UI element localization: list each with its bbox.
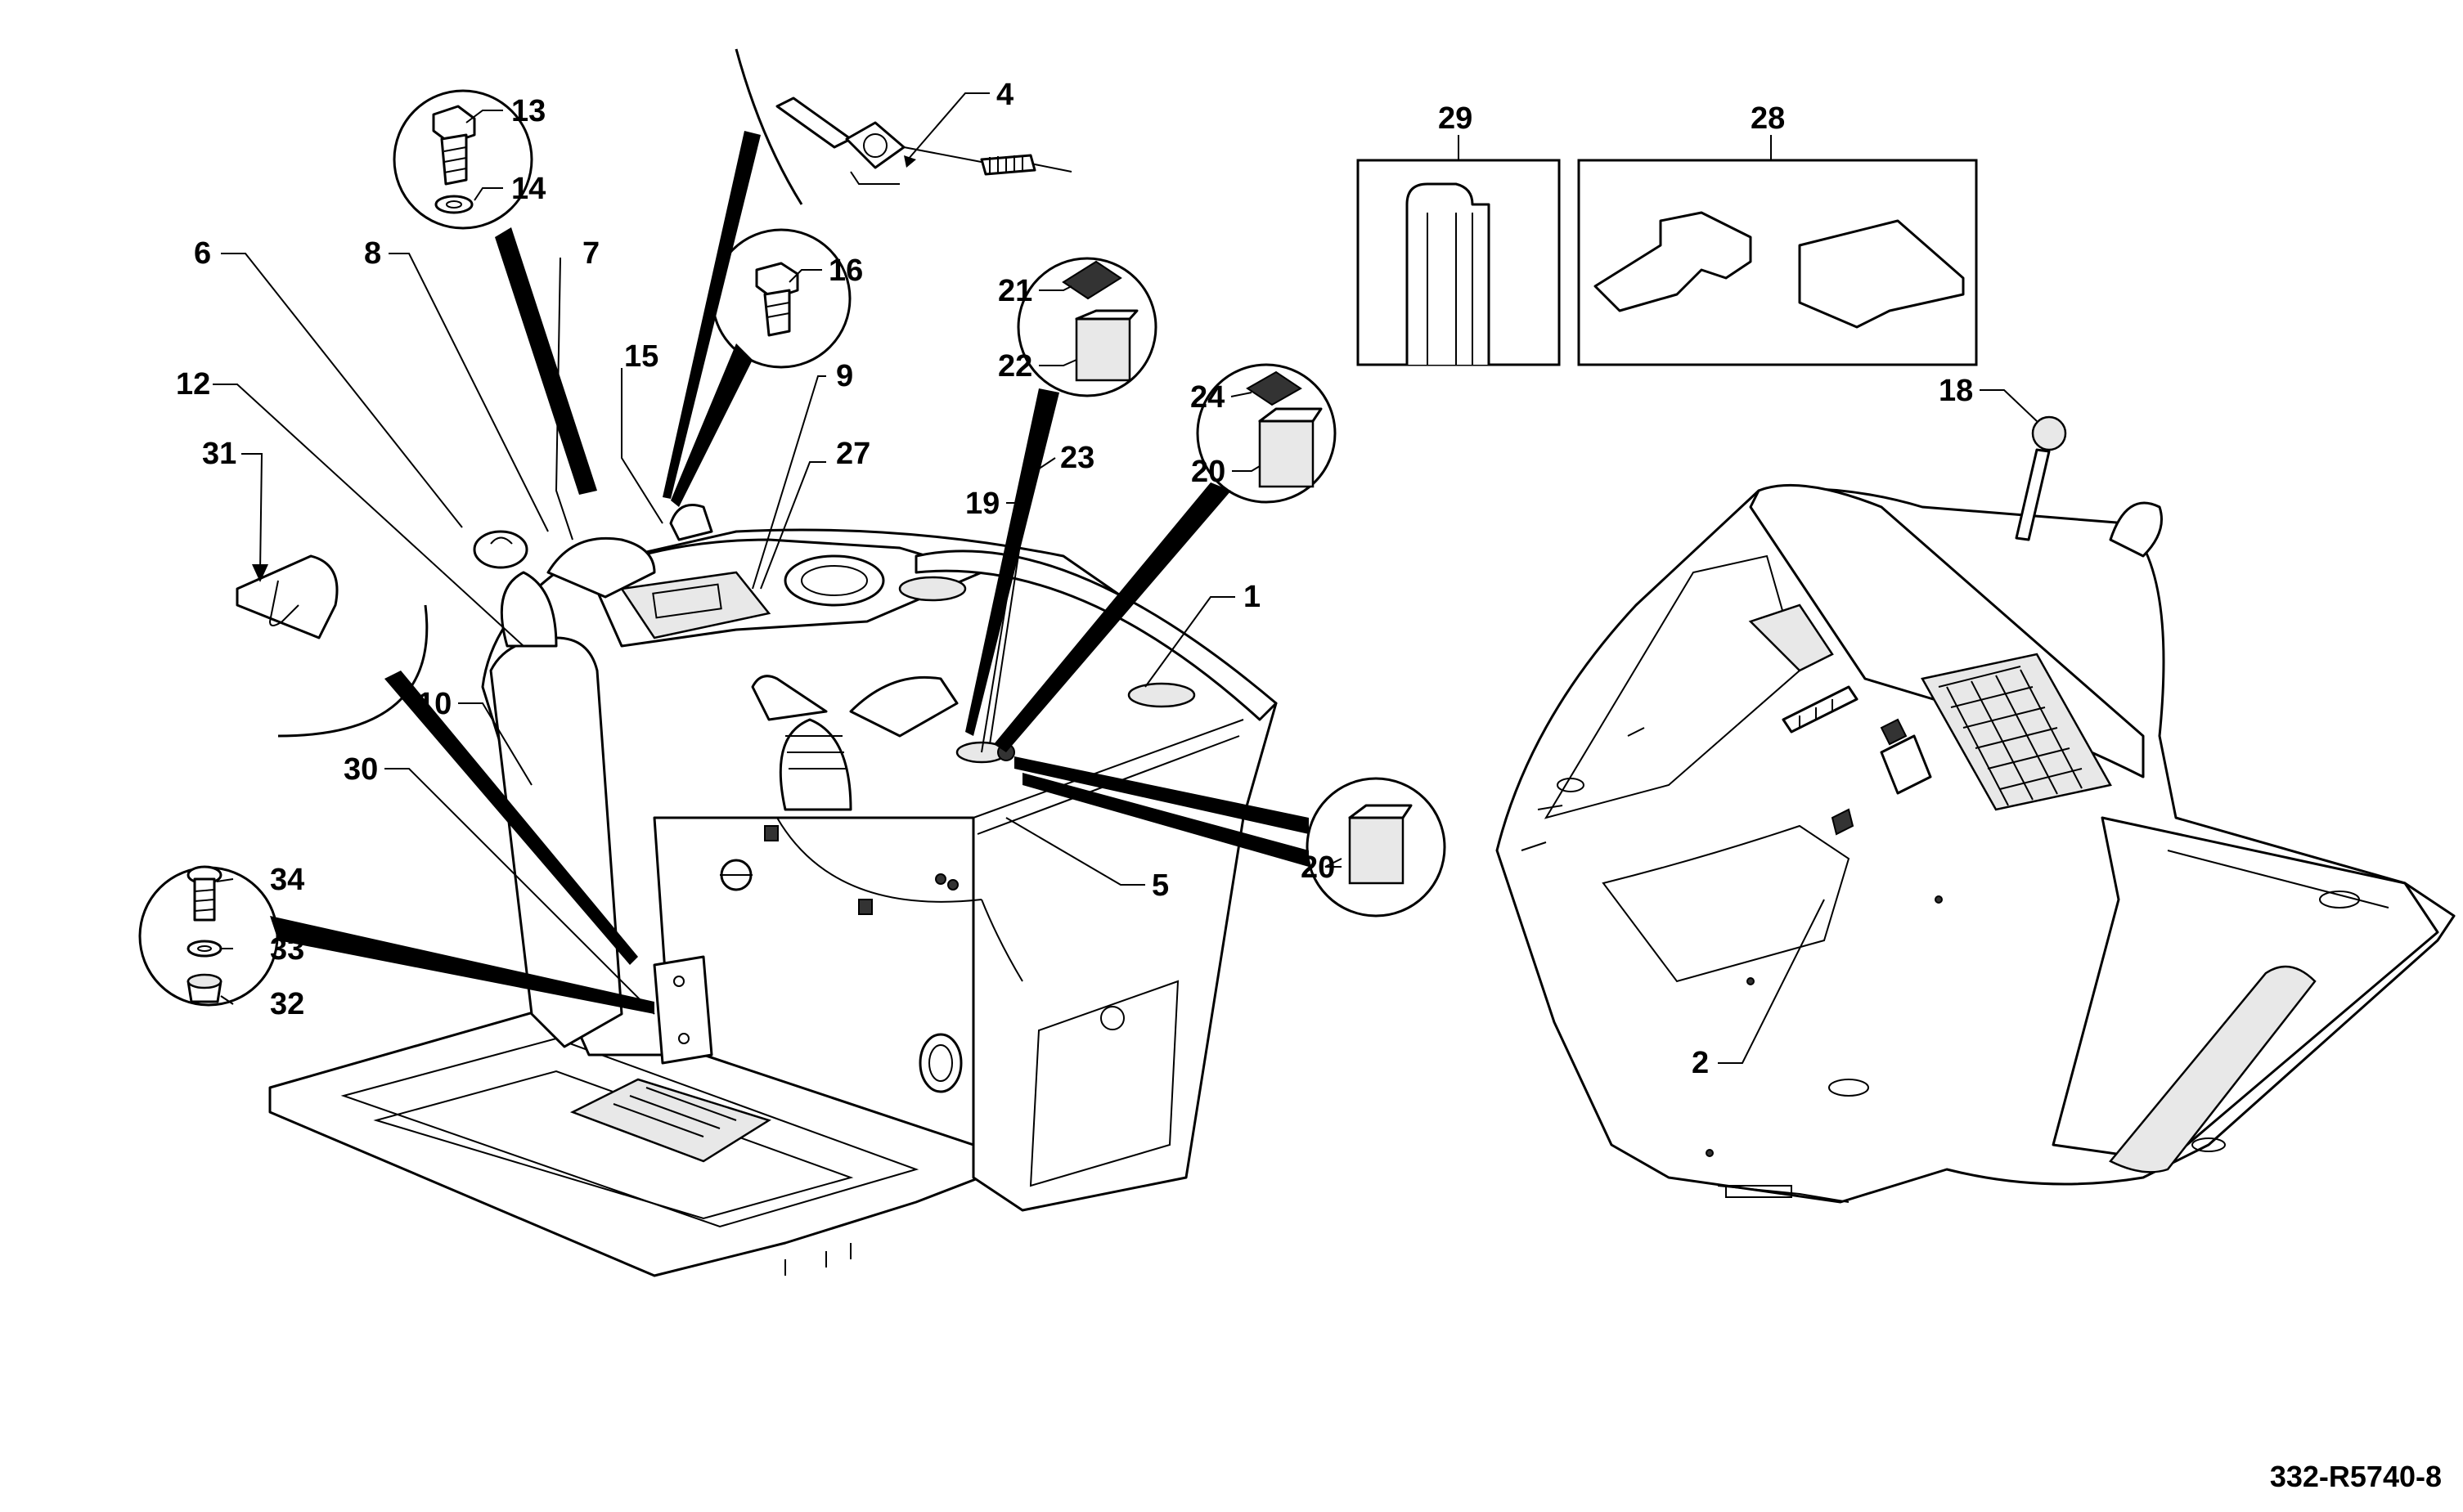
callout-14: 14: [511, 172, 546, 206]
callout-2: 2: [1692, 1046, 1709, 1080]
callout-1: 1: [1243, 580, 1261, 614]
left-column: [489, 636, 623, 1048]
inset-fastener-13-14: [393, 89, 597, 495]
callout-29: 29: [1438, 101, 1472, 136]
callout-4: 4: [996, 78, 1014, 112]
callout-20-top: 20: [1191, 455, 1225, 489]
callout-6: 6: [194, 236, 211, 271]
inset-switch-20: [1014, 756, 1446, 918]
inset-fastener-32-34: [138, 865, 654, 1014]
callout-10: 10: [417, 687, 452, 721]
vent-grille: [1921, 653, 2112, 811]
callout-32: 32: [270, 987, 304, 1021]
callout-33: 33: [270, 932, 304, 967]
armrest-pad: [546, 536, 656, 599]
callout-23: 23: [1060, 441, 1094, 475]
callout-21: 21: [998, 274, 1032, 308]
inset-switch-24-20: [994, 363, 1337, 752]
left-console-assembly: [268, 504, 1278, 1277]
mounting-plate: [653, 955, 713, 1065]
access-panel: [1029, 980, 1180, 1187]
callout-18: 18: [1939, 374, 1973, 408]
callout-16: 16: [829, 253, 863, 288]
callout-20-bottom: 20: [1301, 850, 1335, 885]
callout-7: 7: [582, 236, 600, 271]
callout-31: 31: [202, 437, 236, 471]
left-joystick: [500, 571, 558, 648]
right-housing-assembly: [1495, 415, 2456, 1204]
callout-22: 22: [998, 349, 1032, 384]
inset-fastener-16: [671, 228, 852, 507]
callout-9: 9: [836, 359, 853, 393]
actuator-cylinder: [1782, 685, 1858, 734]
callout-34: 34: [270, 863, 304, 897]
inset-box-28: [1577, 159, 1978, 366]
left-joystick-knob: [473, 530, 528, 569]
right-joystick: [779, 718, 852, 811]
callout-12: 12: [176, 367, 210, 402]
callout-27: 27: [836, 437, 870, 471]
callout-24: 24: [1190, 380, 1225, 415]
display-unit: [619, 571, 771, 639]
figure-reference-code: 332-R5740-8: [2270, 1460, 2442, 1493]
cup-holder: [784, 554, 885, 607]
callout-8: 8: [364, 236, 381, 271]
leader-lines: [213, 92, 2038, 1064]
callout-30: 30: [344, 752, 378, 787]
callout-15: 15: [624, 339, 658, 374]
callout-labels: 1 2 4 5 6 7 8 9 10 12 13 14 15 16 18 19 …: [176, 78, 1973, 1080]
callout-28: 28: [1751, 101, 1785, 136]
callout-13: 13: [511, 94, 546, 128]
inset-box-29: [1356, 159, 1561, 366]
inset-arc-31: [277, 604, 429, 738]
callout-19: 19: [965, 487, 1000, 521]
callout-5: 5: [1152, 868, 1169, 903]
inset-cable-4: [663, 48, 1072, 499]
cover-plate-31: [236, 554, 339, 639]
rod-18: [2015, 448, 2051, 541]
foot-pedal: [569, 1078, 771, 1163]
